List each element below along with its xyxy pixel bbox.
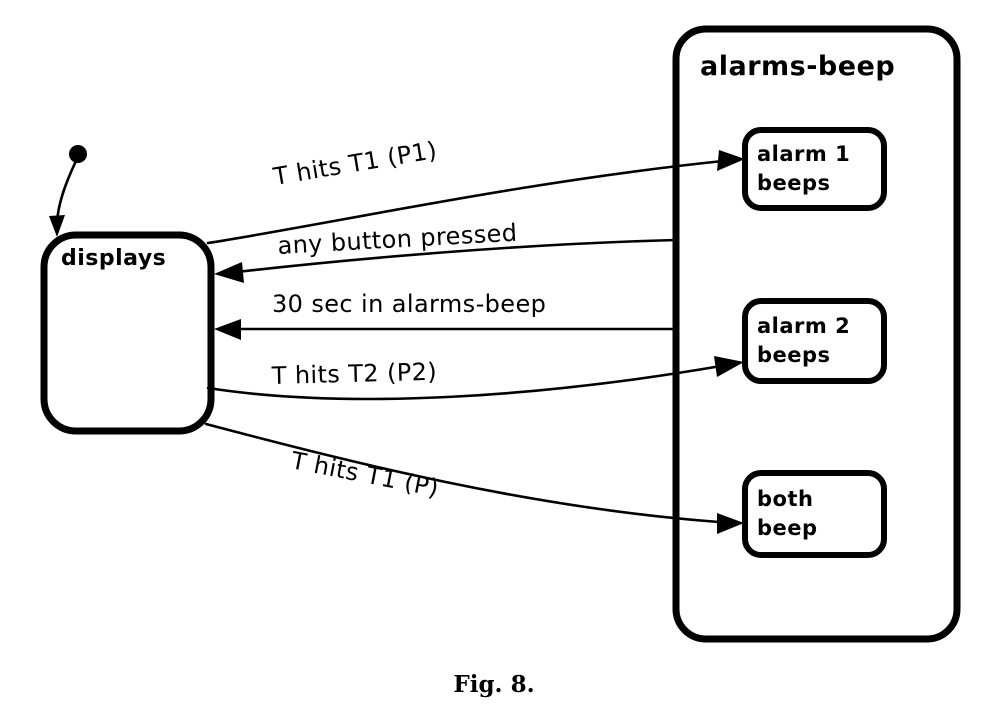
transition-t1[interactable]: T hits T1 (P1) [206,136,745,245]
state-alarm2-beeps-border [742,298,887,384]
state-both-beep-label-line2: beep [757,516,818,540]
state-displays[interactable]: displays [40,231,215,435]
initial-transition[interactable] [49,145,87,237]
initial-state-dot [69,145,87,163]
state-alarm2-beeps-label-line1: alarm 2 [757,314,850,338]
state-both-beep-label-line1: both [757,487,813,511]
transition-t5-arrowhead [717,513,744,534]
initial-transition-line [55,159,78,225]
transition-t5[interactable]: T hits T1 (P) [204,422,744,534]
state-alarm1-beeps[interactable]: alarm 1 beeps [742,127,887,211]
initial-transition-arrowhead [49,215,65,237]
transition-t3-arrowhead [214,319,241,340]
state-alarm1-beeps-border [742,127,887,211]
transition-t1-line [206,159,725,245]
transition-t1-arrowhead [717,150,745,171]
transition-t4-arrowhead [714,356,744,377]
transition-t5-label: T hits T1 (P) [288,446,441,502]
transition-t3-label: 30 sec in alarms-beep [272,290,546,318]
state-alarm1-beeps-label-line2: beeps [757,171,831,195]
transition-t2-line [235,238,678,274]
state-both-beep-border [742,470,887,558]
transition-t2[interactable]: any button pressed [214,219,678,283]
transition-t3[interactable]: 30 sec in alarms-beep [214,290,678,340]
figure-caption: Fig. 8. [453,671,534,698]
transition-t4-line [206,364,723,401]
state-alarm1-beeps-label-line1: alarm 1 [757,142,850,166]
transition-t4[interactable]: T hits T2 (P2) [206,356,744,401]
transition-t4-label: T hits T2 (P2) [270,358,437,390]
transition-t2-arrowhead [214,262,244,283]
state-alarm2-beeps[interactable]: alarm 2 beeps [742,298,887,384]
transition-t1-label: T hits T1 (P1) [270,136,439,191]
superstate-label: alarms-beep [700,51,895,82]
state-alarm2-beeps-label-line2: beeps [757,343,831,367]
state-displays-border [40,231,215,435]
state-both-beep[interactable]: both beep [742,470,887,558]
state-displays-label: displays [61,246,166,271]
transition-t5-line [204,422,721,524]
